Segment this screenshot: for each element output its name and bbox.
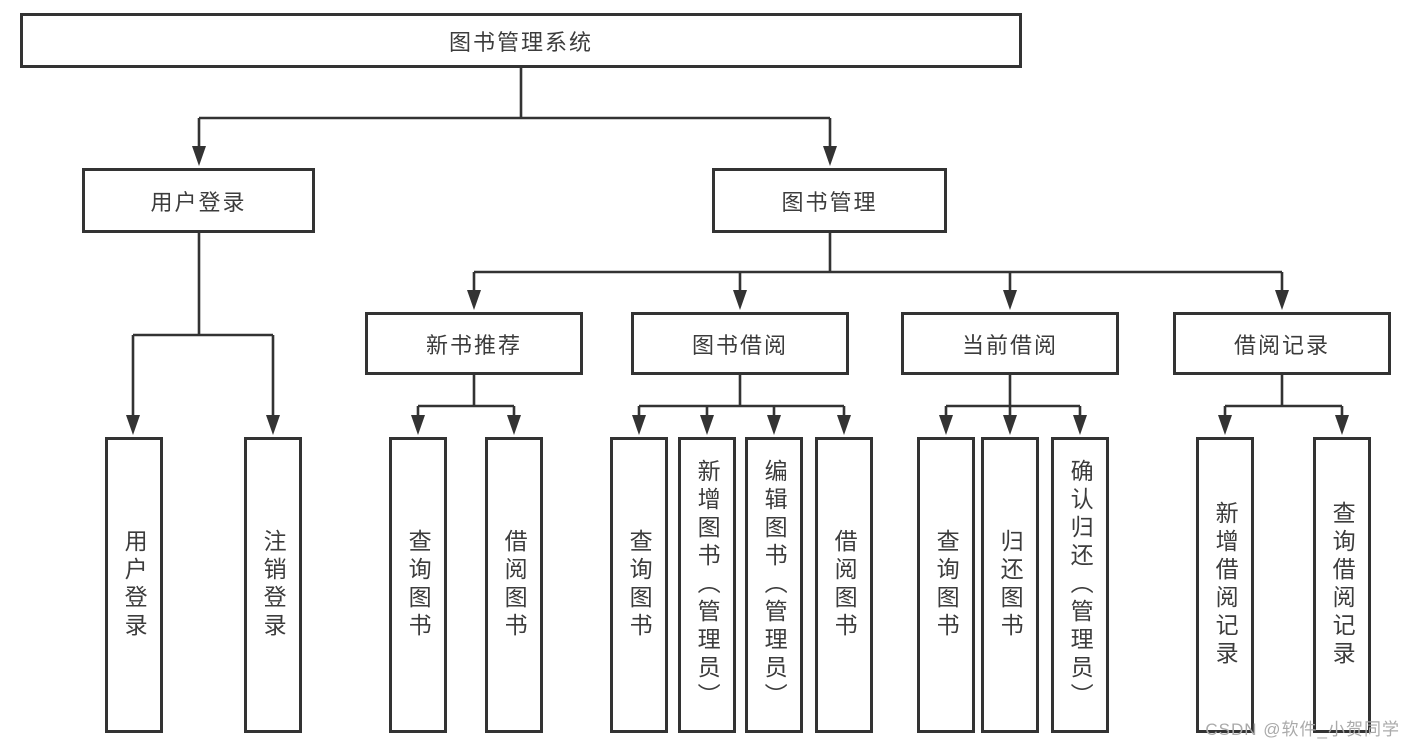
connector-current-borrow-split [944, 375, 1082, 417]
arrowhead-icon [767, 415, 781, 435]
node-book-borrow: 图书借阅 [631, 312, 849, 375]
arrowhead-icon [632, 415, 646, 435]
leaf-label: 新增图书（管理员） [694, 459, 721, 711]
leaf-records-add-record: 新增借阅记录 [1196, 437, 1254, 733]
arrowhead-icon [192, 146, 206, 166]
node-label: 新书推荐 [425, 332, 522, 358]
leaf-label: 确认归还（管理员） [1067, 459, 1094, 711]
arrowhead-icon [1218, 415, 1232, 435]
arrowhead-icon [1275, 290, 1289, 310]
arrowhead-icon [467, 290, 481, 310]
leaf-label: 查询图书 [626, 529, 653, 641]
arrowhead-icon [126, 415, 140, 435]
leaf-label: 查询图书 [405, 529, 432, 641]
node-label: 图书管理 [781, 189, 878, 215]
arrowhead-icon [700, 415, 714, 435]
node-root-library-system: 图书管理系统 [20, 13, 1022, 68]
arrowhead-icon [1003, 290, 1017, 310]
leaf-label: 查询借阅记录 [1329, 501, 1356, 669]
leaf-label: 新增借阅记录 [1212, 501, 1239, 669]
leaf-newbook-borrow-books: 借阅图书 [485, 437, 543, 733]
connector-new-book-split [416, 375, 516, 417]
leaf-current-return-books: 归还图书 [981, 437, 1039, 733]
arrowhead-icon [1003, 415, 1017, 435]
arrowhead-icon [823, 146, 837, 166]
leaf-label: 归还图书 [997, 529, 1024, 641]
leaf-logout: 注销登录 [244, 437, 302, 733]
connector-borrow-records-split [1223, 375, 1344, 417]
arrowhead-icon [733, 290, 747, 310]
leaf-borrow-edit-books-admin: 编辑图书（管理员） [745, 437, 803, 733]
arrowhead-icon [939, 415, 953, 435]
node-current-borrow: 当前借阅 [901, 312, 1119, 375]
arrowhead-icon [507, 415, 521, 435]
leaf-borrow-borrow-books: 借阅图书 [815, 437, 873, 733]
leaf-newbook-query-books: 查询图书 [389, 437, 447, 733]
connector-book-management-split [472, 233, 1284, 292]
leaf-label: 借阅图书 [501, 529, 528, 641]
arrowhead-icon [411, 415, 425, 435]
node-book-management: 图书管理 [712, 168, 947, 233]
node-label: 图书管理系统 [448, 29, 593, 55]
leaf-records-query-record: 查询借阅记录 [1313, 437, 1371, 733]
arrowhead-icon [1073, 415, 1087, 435]
node-label: 借阅记录 [1233, 332, 1330, 358]
leaf-label: 查询图书 [933, 529, 960, 641]
node-label: 用户登录 [150, 189, 247, 215]
csdn-watermark: CSDN @软件_小贺同学 [1205, 720, 1400, 739]
arrowhead-icon [837, 415, 851, 435]
leaf-label: 注销登录 [260, 529, 287, 641]
node-label: 当前借阅 [961, 332, 1058, 358]
node-user-login: 用户登录 [82, 168, 315, 233]
leaf-label: 编辑图书（管理员） [761, 459, 788, 711]
node-label: 图书借阅 [691, 332, 788, 358]
leaf-borrow-add-books-admin: 新增图书（管理员） [678, 437, 736, 733]
leaf-borrow-query-books: 查询图书 [610, 437, 668, 733]
node-new-book-recommend: 新书推荐 [365, 312, 583, 375]
leaf-current-query-books: 查询图书 [917, 437, 975, 733]
connector-root-split [197, 68, 832, 148]
leaf-label: 借阅图书 [831, 529, 858, 641]
arrowhead-icon [1335, 415, 1349, 435]
node-borrow-records: 借阅记录 [1173, 312, 1391, 375]
arrowhead-icon [266, 415, 280, 435]
leaf-current-confirm-return-admin: 确认归还（管理员） [1051, 437, 1109, 733]
connector-user-login-split [131, 233, 275, 417]
connector-book-borrow-split [637, 375, 846, 417]
arrowheads [126, 146, 1349, 435]
leaf-user-login: 用户登录 [105, 437, 163, 733]
leaf-label: 用户登录 [121, 529, 148, 641]
